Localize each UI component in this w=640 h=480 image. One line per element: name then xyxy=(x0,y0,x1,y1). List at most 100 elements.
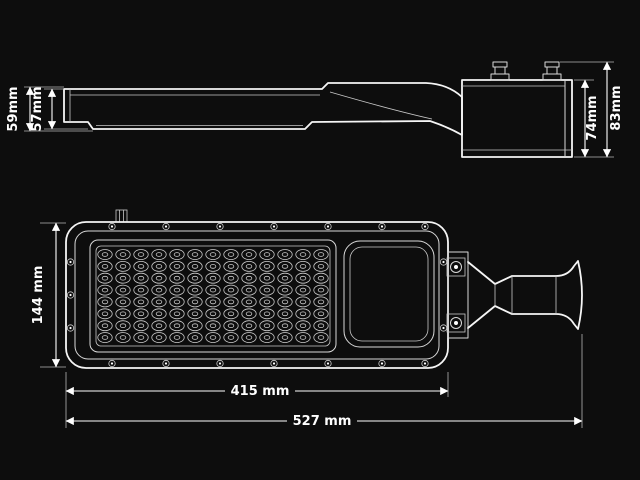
led-lens-core xyxy=(191,335,199,340)
led-lens-core xyxy=(227,299,235,305)
plan-view: 144 mm 415 mm 527 mm xyxy=(31,209,583,429)
led-lens xyxy=(97,284,113,296)
screw xyxy=(270,359,278,368)
arm-bolt-plate xyxy=(446,313,466,333)
led-lens xyxy=(313,332,329,343)
led-lens-core xyxy=(281,275,289,281)
led-lens-core xyxy=(281,264,289,269)
led-lens xyxy=(313,284,329,296)
led-lens xyxy=(169,332,185,343)
screw xyxy=(439,324,448,332)
led-lens-core xyxy=(101,252,109,257)
led-lens xyxy=(223,260,239,272)
screw xyxy=(216,359,224,368)
led-lens xyxy=(115,249,131,260)
led-lens xyxy=(313,308,329,320)
side-view-lamp-body xyxy=(63,82,463,136)
led-lens-core xyxy=(299,335,307,340)
led-lens-core xyxy=(137,252,145,257)
led-lens xyxy=(133,308,149,320)
side-view-arm-seam xyxy=(329,91,433,120)
arm-outline xyxy=(467,260,583,330)
led-lens-core xyxy=(137,264,145,269)
led-lens-core xyxy=(317,311,325,317)
led-lens-core xyxy=(317,287,325,293)
led-lens xyxy=(223,308,239,320)
led-lens xyxy=(295,296,311,308)
led-lens-core xyxy=(191,252,199,257)
led-lens xyxy=(97,308,113,320)
led-lens-core xyxy=(281,252,289,257)
dim-83-label: 83mm xyxy=(609,85,624,130)
led-lens-core xyxy=(137,299,145,305)
screw xyxy=(162,359,170,368)
led-lens-core xyxy=(119,299,127,305)
led-lens-core xyxy=(173,335,181,340)
arm-mount-plate xyxy=(447,251,469,339)
led-lens-core xyxy=(299,287,307,293)
led-lens xyxy=(277,272,293,284)
led-lens-core xyxy=(173,311,181,317)
led-lens xyxy=(223,272,239,284)
led-lens xyxy=(241,260,257,272)
led-lens-core xyxy=(227,287,235,293)
led-lens xyxy=(241,272,257,284)
led-lens xyxy=(259,272,275,284)
led-lens xyxy=(205,332,221,343)
led-lens-core xyxy=(263,335,271,340)
screw xyxy=(66,258,75,266)
led-lens xyxy=(97,320,113,332)
led-lens-core xyxy=(137,323,145,329)
led-lens xyxy=(151,260,167,272)
led-lens-core xyxy=(209,287,217,293)
led-lens-core xyxy=(191,323,199,329)
led-lens xyxy=(241,284,257,296)
driver-panel xyxy=(343,240,435,348)
led-lens-core xyxy=(119,335,127,340)
led-lens-core xyxy=(119,311,127,317)
led-lens xyxy=(205,284,221,296)
led-lens xyxy=(97,272,113,284)
led-lens xyxy=(133,260,149,272)
screw xyxy=(108,222,116,231)
arm-bolt-center xyxy=(454,321,458,325)
led-lens-core xyxy=(101,311,109,317)
led-lens xyxy=(277,249,293,260)
led-grid xyxy=(97,249,329,343)
screw xyxy=(216,222,224,231)
led-lens-core xyxy=(245,311,253,317)
led-lens-core xyxy=(155,264,163,269)
led-lens xyxy=(259,320,275,332)
mounting-arm xyxy=(446,251,583,339)
led-lens xyxy=(97,332,113,343)
led-lens-core xyxy=(245,299,253,305)
led-lens-core xyxy=(137,311,145,317)
led-lens xyxy=(295,260,311,272)
led-lens-core xyxy=(101,299,109,305)
screw xyxy=(421,222,429,231)
led-lens xyxy=(133,272,149,284)
led-lens xyxy=(277,296,293,308)
led-panel-frame xyxy=(89,239,337,353)
led-lens xyxy=(97,296,113,308)
led-lens-core xyxy=(155,299,163,305)
led-lens-core xyxy=(155,323,163,329)
led-lens-core xyxy=(299,264,307,269)
arm-bolt xyxy=(450,317,462,329)
led-lens xyxy=(187,296,203,308)
led-lens xyxy=(277,260,293,272)
led-lens-core xyxy=(101,264,109,269)
led-lens xyxy=(223,320,239,332)
led-lens xyxy=(187,272,203,284)
led-lens-core xyxy=(119,252,127,257)
led-lens xyxy=(187,260,203,272)
led-lens-core xyxy=(245,275,253,281)
led-lens xyxy=(169,260,185,272)
led-lens xyxy=(205,296,221,308)
led-lens xyxy=(277,284,293,296)
led-lens xyxy=(115,332,131,343)
led-lens-core xyxy=(137,335,145,340)
led-lens-core xyxy=(299,275,307,281)
screw xyxy=(378,359,386,368)
